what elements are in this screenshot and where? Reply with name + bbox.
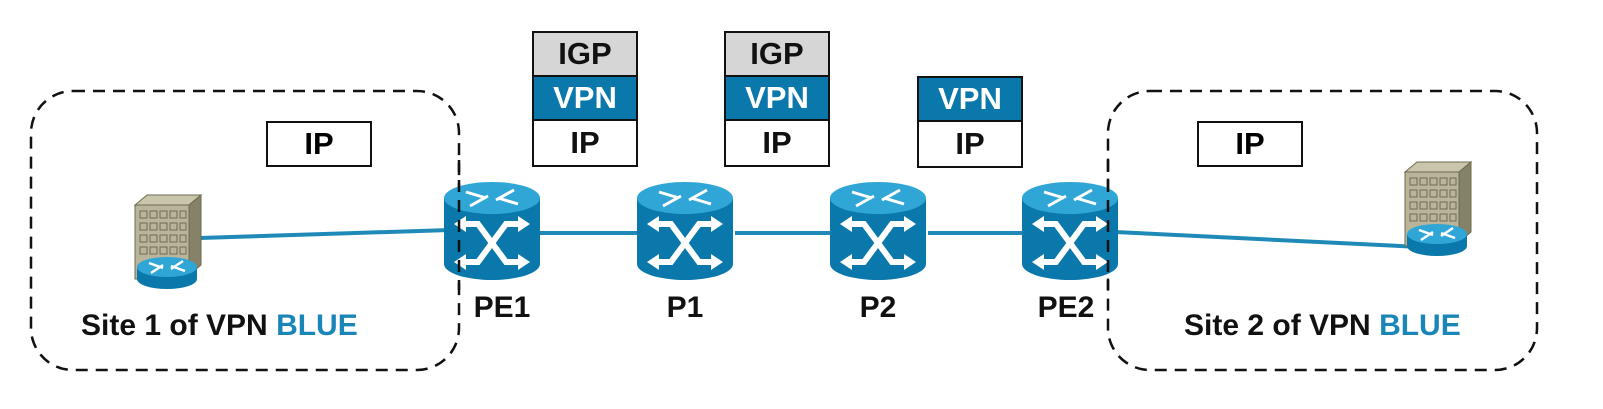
router-label-pe1: PE1 bbox=[473, 291, 531, 324]
vpn-label: VPN bbox=[919, 78, 1021, 122]
site1-building-router-icon bbox=[133, 193, 203, 291]
ip-header: IP bbox=[726, 121, 828, 165]
pe2-router-icon bbox=[1022, 182, 1118, 280]
ip-header: IP bbox=[534, 121, 636, 165]
p1-p2-label-stack: IGP VPN IP bbox=[724, 31, 830, 167]
p2-pe2-label-stack: VPN IP bbox=[917, 76, 1023, 168]
pe1-p1-label-stack: IGP VPN IP bbox=[532, 31, 638, 167]
site2-packet-ip: IP bbox=[1197, 121, 1303, 167]
site2-label: Site 2 of VPN BLUE bbox=[1184, 309, 1461, 343]
igp-label: IGP bbox=[726, 33, 828, 77]
vpn-label: VPN bbox=[726, 77, 828, 121]
site1-packet-ip: IP bbox=[266, 121, 372, 167]
site2-building-router-icon bbox=[1403, 160, 1473, 258]
site1-label-prefix: Site 1 of VPN bbox=[81, 309, 268, 342]
ip-header: IP bbox=[919, 122, 1021, 166]
router-label-p2: P2 bbox=[859, 291, 897, 324]
site2-label-vpn-name: BLUE bbox=[1379, 309, 1461, 342]
vpn-label: VPN bbox=[534, 77, 636, 121]
p1-router-icon bbox=[637, 182, 733, 280]
site1-label-vpn-name: BLUE bbox=[276, 309, 358, 342]
link-pe2-site2 bbox=[1114, 230, 1421, 249]
p2-router-icon bbox=[830, 182, 926, 280]
site2-label-prefix: Site 2 of VPN bbox=[1184, 309, 1371, 342]
link-site1-pe1 bbox=[199, 228, 451, 240]
igp-label: IGP bbox=[534, 33, 636, 77]
site1-label: Site 1 of VPN BLUE bbox=[81, 309, 358, 343]
router-label-pe2: PE2 bbox=[1037, 291, 1095, 324]
router-label-p1: P1 bbox=[666, 291, 704, 324]
